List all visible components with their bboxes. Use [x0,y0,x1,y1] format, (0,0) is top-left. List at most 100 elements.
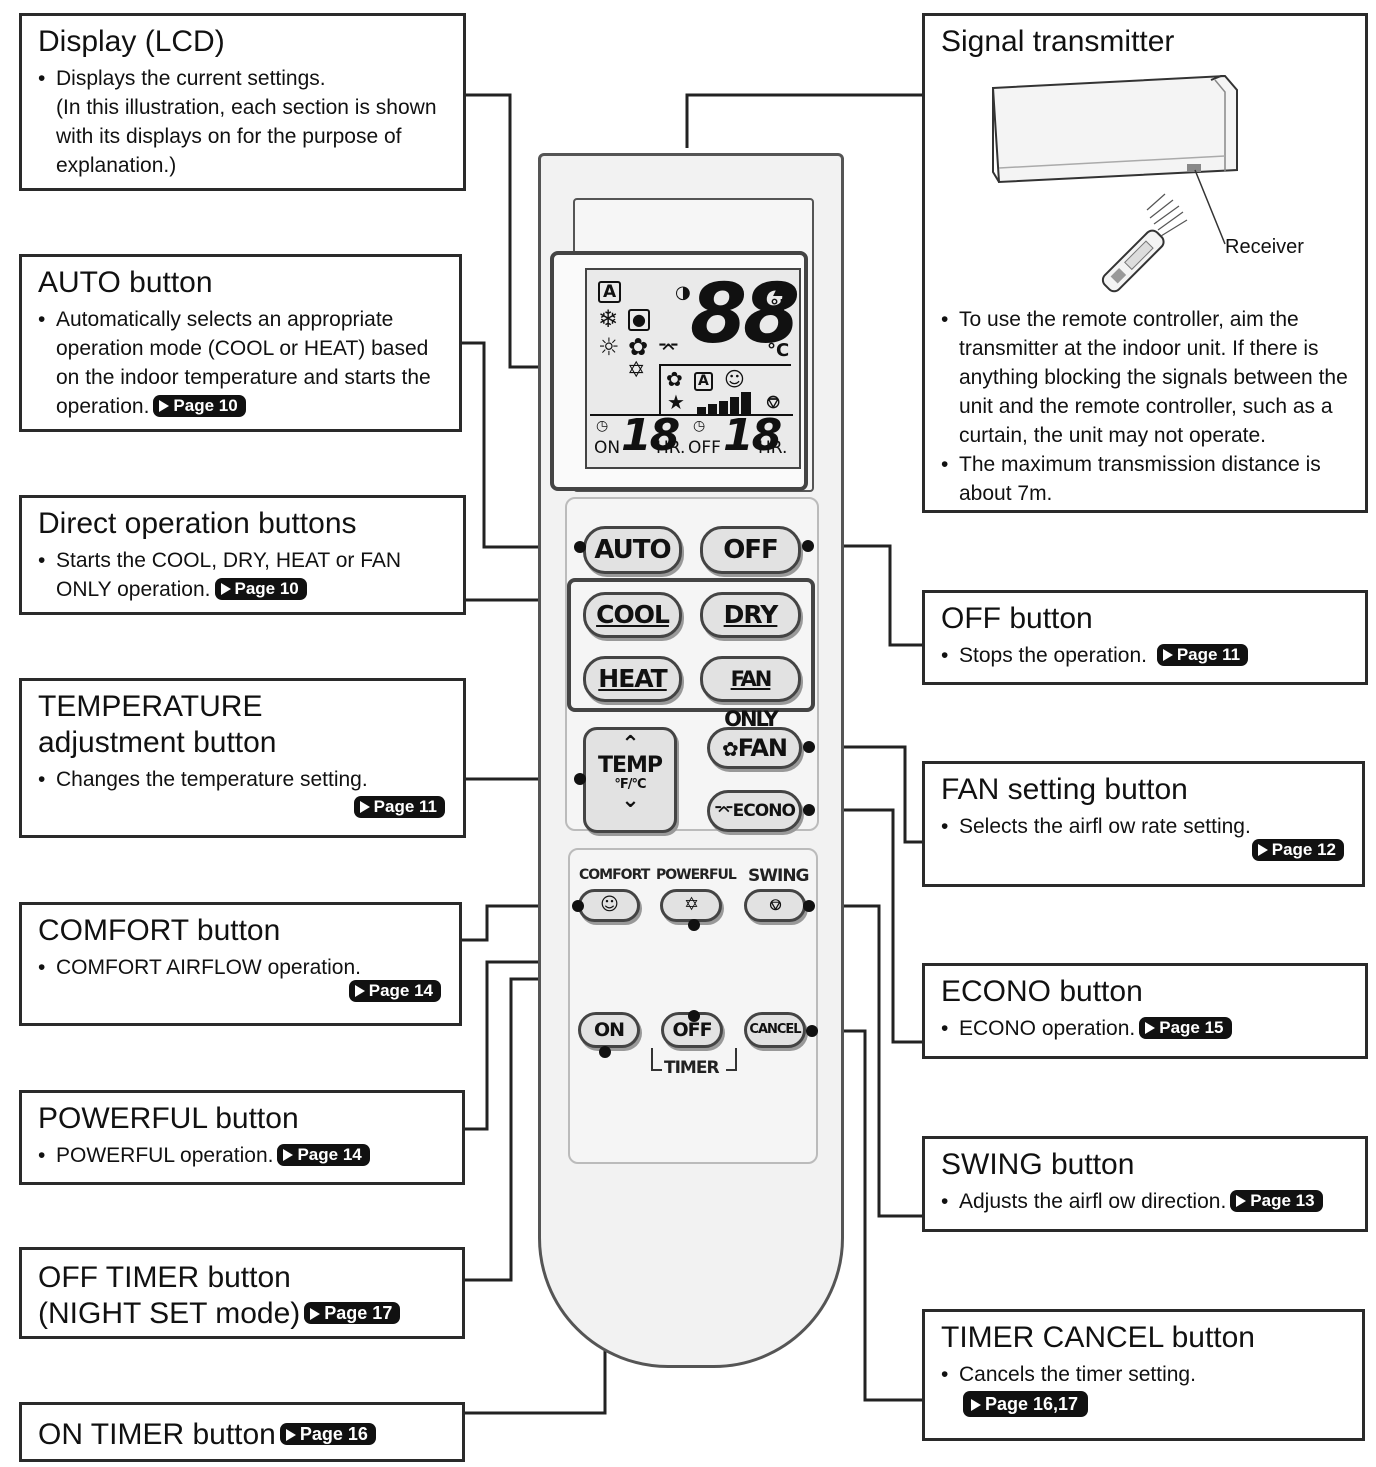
callout-text: Automatically selects an appropriate ope… [56,308,431,418]
page-ref-label: Page 17 [324,1303,393,1323]
econo-icon: ⌤ [714,801,734,821]
page-ref: Page 15 [1139,1017,1232,1039]
callout-text: Adjusts the airfl ow direction. [959,1190,1227,1213]
callout-signal-transmitter: Signal transmitter Receiver To use the r… [922,13,1368,513]
callout-text: Cancels the timer setting. [941,1360,1348,1389]
callout-display: Display (LCD) Displays the current setti… [19,13,466,191]
lcd-temp-digits: 88 [690,267,800,362]
connector-dot [574,773,586,785]
callout-title-line2-row: (NIGHT SET mode) Page 17 [38,1296,448,1332]
callout-text: Changes the temperature setting. [38,765,449,794]
connector-dot [803,900,815,912]
lcd-quiet-icon: ★ [667,390,685,414]
lcd-timer-off-label: OFF [688,438,721,458]
lcd-comfort-icon: ☺ [724,367,745,391]
lcd-fan-auto-indicator: A [694,372,713,391]
callout-item: ECONO operation.Page 15 [941,1014,1351,1043]
ac-indoor-unit-icon [991,74,1238,293]
temp-label: TEMP [597,753,663,778]
callout-title-line2: adjustment button [38,726,277,759]
page-ref-label: Page 10 [173,396,238,415]
comfort-button[interactable]: ☺ [578,889,640,922]
connector-dot [688,1010,700,1022]
fan-button-label: FAN [737,734,788,762]
lcd-dry-icon: ● [628,309,650,331]
page-arrow-icon [283,1149,294,1161]
page-ref-label: Page 16,17 [985,1394,1079,1414]
lcd-clock-icon: ◷ [596,418,609,434]
callout-title: COMFORT button [38,914,281,947]
callout-title: TIMER CANCEL button [941,1321,1255,1354]
comfort-icon: ☺ [600,894,619,915]
lcd-fan-section [659,364,791,416]
callout-item: Automatically selects an appropriate ope… [38,305,445,421]
timer-on-button[interactable]: ON [578,1012,640,1048]
callout-auto: AUTO button Automatically selects an app… [19,254,462,432]
connector-dot [803,804,815,816]
callout-comfort: COMFORT button COMFORT AIRFLOW operation… [19,902,462,1026]
callout-title: AUTO button [38,266,213,299]
lcd-timer-on-hr: HR. [656,438,686,458]
heat-button[interactable]: HEAT [583,656,682,702]
fan-only-button[interactable]: FAN ONLY [700,656,801,731]
page-arrow-icon [1145,1022,1156,1034]
callout-econo: ECONO button ECONO operation.Page 15 [922,963,1368,1059]
powerful-button[interactable]: ✡ [660,889,722,922]
lcd-timer-off-digits: 18 [723,410,782,461]
page-arrow-icon [159,400,170,412]
page-ref: Page 12 [1251,839,1344,861]
temp-button[interactable]: ⌃ TEMP °F/°C ⌄ [583,727,677,833]
callout-direct: Direct operation buttons Starts the COOL… [19,495,466,615]
page-ref: Page 13 [1230,1190,1323,1212]
lcd-unit-f: °F [770,296,792,317]
page-ref-label: Page 11 [373,797,437,816]
lcd-fan-icon: ✿ [628,333,649,361]
callout-item: POWERFUL operation.Page 14 [38,1141,448,1170]
econo-button[interactable]: ⌤ECONO [707,790,802,832]
callout-text: COMFORT AIRFLOW operation. [38,953,445,982]
fan-icon: ✿ [721,737,739,761]
callout-title-line2: (NIGHT SET mode) [38,1297,301,1330]
lcd-timer-divider [590,414,793,416]
connector-dot [572,900,584,912]
temp-down-icon[interactable]: ⌄ [621,788,639,813]
lcd-power-icon: ◑ [675,282,691,303]
temp-up-icon[interactable]: ⌃ [621,732,639,757]
direct-button-group [567,578,815,712]
callout-title: ECONO button [941,975,1143,1008]
fan-button[interactable]: ✿FAN [707,727,802,769]
timer-cancel-button[interactable]: CANCEL [744,1012,806,1048]
page-ref: Page 14 [348,980,441,1002]
callout-off: OFF button Stops the operation. Page 11 [922,590,1368,685]
cool-button[interactable]: COOL [583,592,682,638]
callout-title: FAN setting button [941,773,1188,806]
page-ref-label: Page 16 [299,1424,368,1444]
callout-title: OFF button [941,602,1093,635]
off-button[interactable]: OFF [700,526,801,574]
page-ref-label: Page 14 [368,981,433,1000]
page-arrow-icon [1257,844,1268,856]
page-ref-label: Page 13 [1250,1191,1315,1210]
page-ref: Page 11 [1156,644,1249,666]
callout-title: Signal transmitter [941,25,1175,58]
callout-title: Direct operation buttons [38,507,357,540]
lcd-fan-speed-icon: ✿ [666,367,683,391]
swing-button[interactable]: ⎊ [744,889,806,922]
page-arrow-icon [310,1308,321,1320]
page-arrow-icon [1236,1195,1247,1207]
econo-button-label: ECONO [732,801,796,821]
page-ref: Page 10 [214,578,307,600]
page-ref-label: Page 10 [234,579,299,598]
lcd-fan-level-bars-icon [697,392,751,414]
leader-signal [685,93,924,148]
page-arrow-icon [285,1429,296,1441]
auto-button[interactable]: AUTO [583,526,682,574]
callout-text: POWERFUL operation. [56,1144,274,1167]
dry-button[interactable]: DRY [700,592,801,638]
page-arrow-icon [220,583,231,595]
lcd-timer-on-digits: 18 [621,410,680,461]
lcd-econo-icon: ⌤ [658,338,679,359]
powerful-label: POWERFUL [656,867,737,883]
callout-title-line1: OFF TIMER button [38,1261,291,1294]
